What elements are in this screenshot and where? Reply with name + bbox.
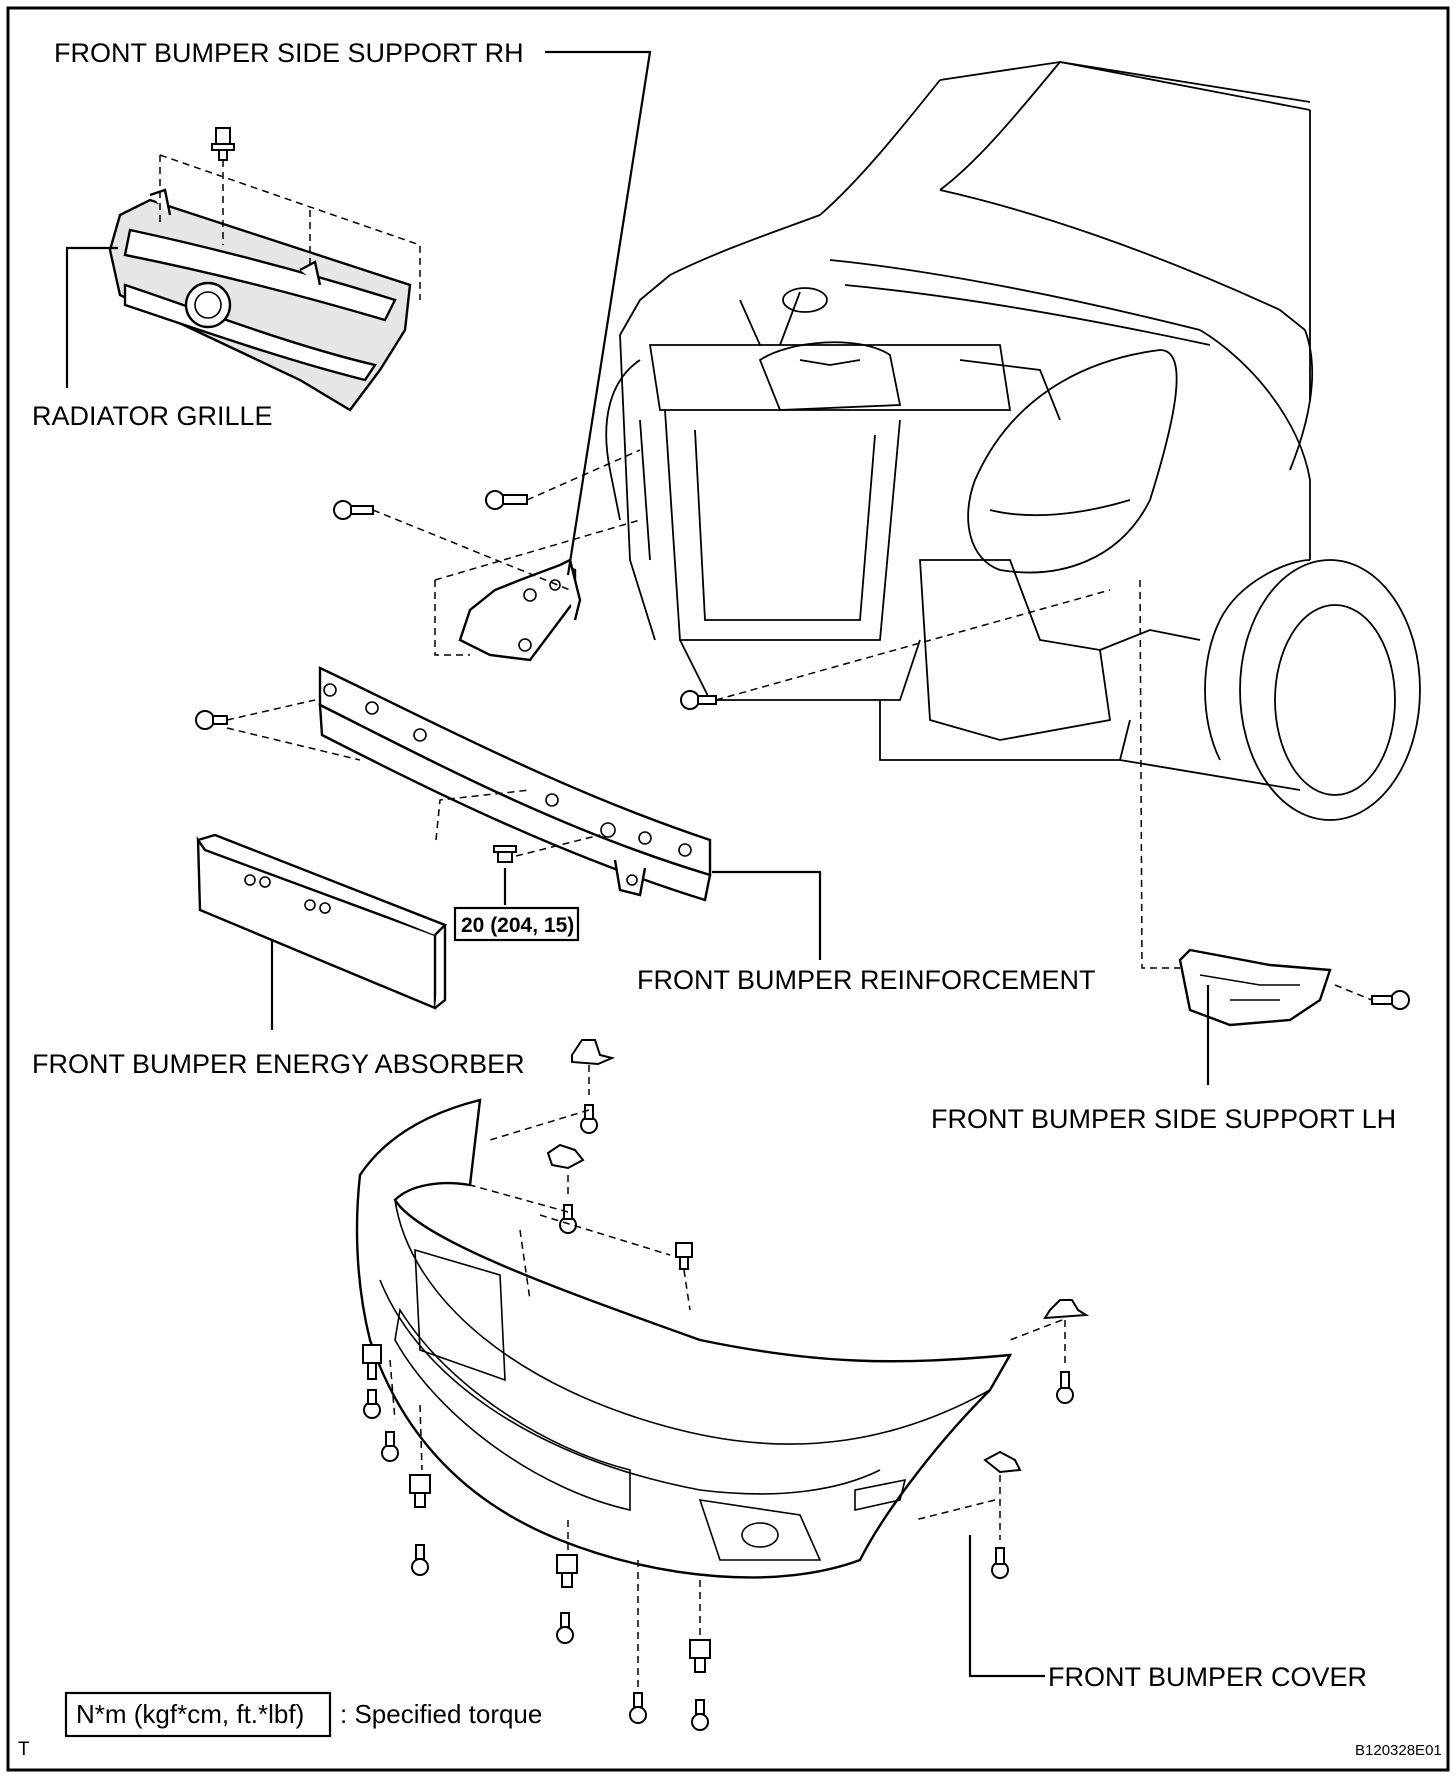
cover-clip-left-4 (409, 1474, 431, 1508)
cover-clip-top-1 (571, 1039, 616, 1066)
legend-box (64, 1691, 332, 1738)
grille-clip (211, 127, 235, 161)
bumper-reinforcement-part (318, 666, 712, 902)
leader-radiator-grille (65, 246, 118, 388)
cover-clip-top-3 (675, 1242, 693, 1270)
radiator-grille-part (108, 188, 412, 412)
label-side-support-rh: FRONT BUMPER SIDE SUPPORT RH (54, 38, 524, 68)
cover-screw-top-1 (580, 1104, 598, 1134)
leader-reinforcement (712, 870, 822, 960)
label-bumper-cover: FRONT BUMPER COVER (1048, 1662, 1367, 1692)
label-reinforcement: FRONT BUMPER REINFORCEMENT (637, 965, 1096, 995)
cover-screw-bottom-2 (629, 1692, 647, 1724)
reinforcement-bolt-left (195, 710, 228, 730)
cover-screw-left-3 (381, 1431, 399, 1462)
legend-description: : Specified torque (340, 1699, 542, 1729)
corner-mark: T (18, 1739, 30, 1760)
leader-side-support-rh (545, 50, 652, 576)
cover-screw-left-1 (362, 1344, 382, 1380)
label-side-support-lh: FRONT BUMPER SIDE SUPPORT LH (931, 1104, 1396, 1134)
cover-screw-right-2 (991, 1547, 1009, 1579)
label-radiator-grille: RADIATOR GRILLE (32, 401, 273, 431)
figure-code: B120328E01 (1355, 1742, 1442, 1759)
leader-bumper-cover (968, 1535, 1045, 1678)
cover-screw-left-2 (363, 1389, 381, 1419)
side-support-lh-part (1178, 948, 1332, 1027)
torque-value: 20 (204, 15) (461, 914, 574, 937)
torque-box (453, 906, 580, 942)
cover-screw-right-1 (1056, 1371, 1074, 1404)
diagram-frame (6, 6, 1450, 1772)
cover-screw-bottom-3 (691, 1699, 709, 1731)
cover-screw-left-5 (411, 1544, 429, 1576)
legend-key: N*m (kgf*cm, ft.*lbf) (76, 1699, 304, 1729)
reinforcement-bolt-right (680, 690, 717, 710)
cover-screw-bottom-1 (556, 1612, 574, 1644)
rh-support-bolt-side (333, 500, 374, 520)
reinforcement-bolt-center (493, 845, 517, 863)
cover-clip-bottom-1 (556, 1554, 578, 1588)
cover-clip-top-2 (546, 1143, 585, 1170)
energy-absorber-part (196, 833, 448, 1010)
rh-support-bolt-upper (485, 490, 528, 510)
cover-clip-bottom-3 (689, 1639, 711, 1673)
cover-clip-right-1 (1043, 1299, 1090, 1320)
lh-support-bolt (1371, 990, 1410, 1010)
side-support-rh-part (458, 558, 582, 662)
vehicle-front-body (605, 61, 1421, 821)
cover-screw-top-2 (559, 1204, 577, 1234)
label-energy-absorber: FRONT BUMPER ENERGY ABSORBER (32, 1049, 525, 1079)
cover-clip-right-2 (983, 1450, 1022, 1474)
bumper-cover-part (355, 1098, 1013, 1579)
